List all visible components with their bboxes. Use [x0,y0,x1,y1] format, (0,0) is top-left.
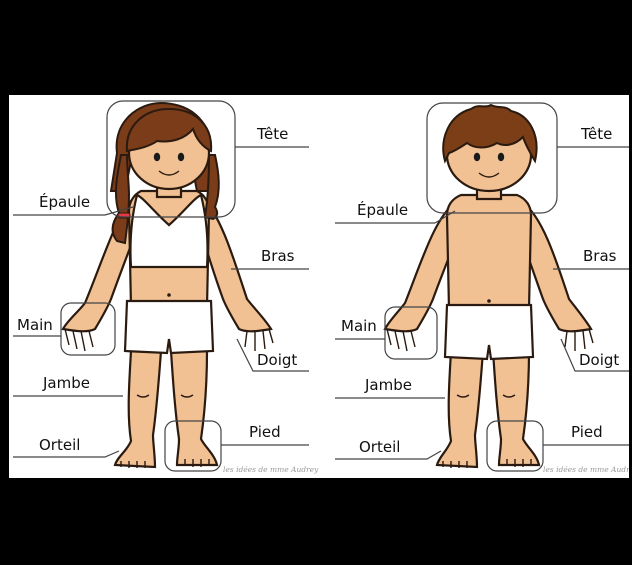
boy-torso [447,195,531,309]
girl-left-leg [115,351,161,467]
girl-navel [167,293,171,297]
boy-watermark: les idées de mme Audrey [543,465,629,474]
body-parts-diagram: Tête Épaule Bras Main Doigt Jambe Orteil… [9,95,629,478]
girl-orteil-label: Orteil [39,436,80,454]
boy-main-label: Main [341,317,377,335]
girl-shorts [125,301,213,353]
boy-navel [487,299,491,303]
boy-shorts [445,305,533,359]
girl-left-eye [154,153,160,161]
boy-left-eye [474,153,480,161]
boy-pied-label: Pied [571,423,603,441]
boy-right-leg [493,351,539,465]
girl-left-fingers [65,329,93,351]
girl-tete-label: Tête [256,125,288,143]
girl-epaule-label: Épaule [39,192,90,211]
girl-bras-label: Bras [261,247,295,265]
girl-main-label: Main [17,316,53,334]
girl-right-leg [171,351,217,465]
boy-bras-label: Bras [583,247,617,265]
girl-figure [63,103,273,468]
girl-pied-label: Pied [249,423,281,441]
boy-left-fingers [387,329,415,351]
girl-jambe-label: Jambe [42,374,90,392]
boy-tete-label: Tête [580,125,612,143]
boy-orteil-label: Orteil [359,438,400,456]
boy-left-leg [437,351,483,467]
boy-right-eye [498,153,504,161]
girl-right-eye [178,153,184,161]
body-parts-panel: Tête Épaule Bras Main Doigt Jambe Orteil… [9,95,629,478]
girl-watermark: les idées de mme Audrey [223,465,319,474]
boy-doigt-label: Doigt [579,351,619,369]
boy-jambe-label: Jambe [364,376,412,394]
boy-epaule-label: Épaule [357,200,408,219]
girl-doigt-label: Doigt [257,351,297,369]
boy-figure [385,105,593,468]
